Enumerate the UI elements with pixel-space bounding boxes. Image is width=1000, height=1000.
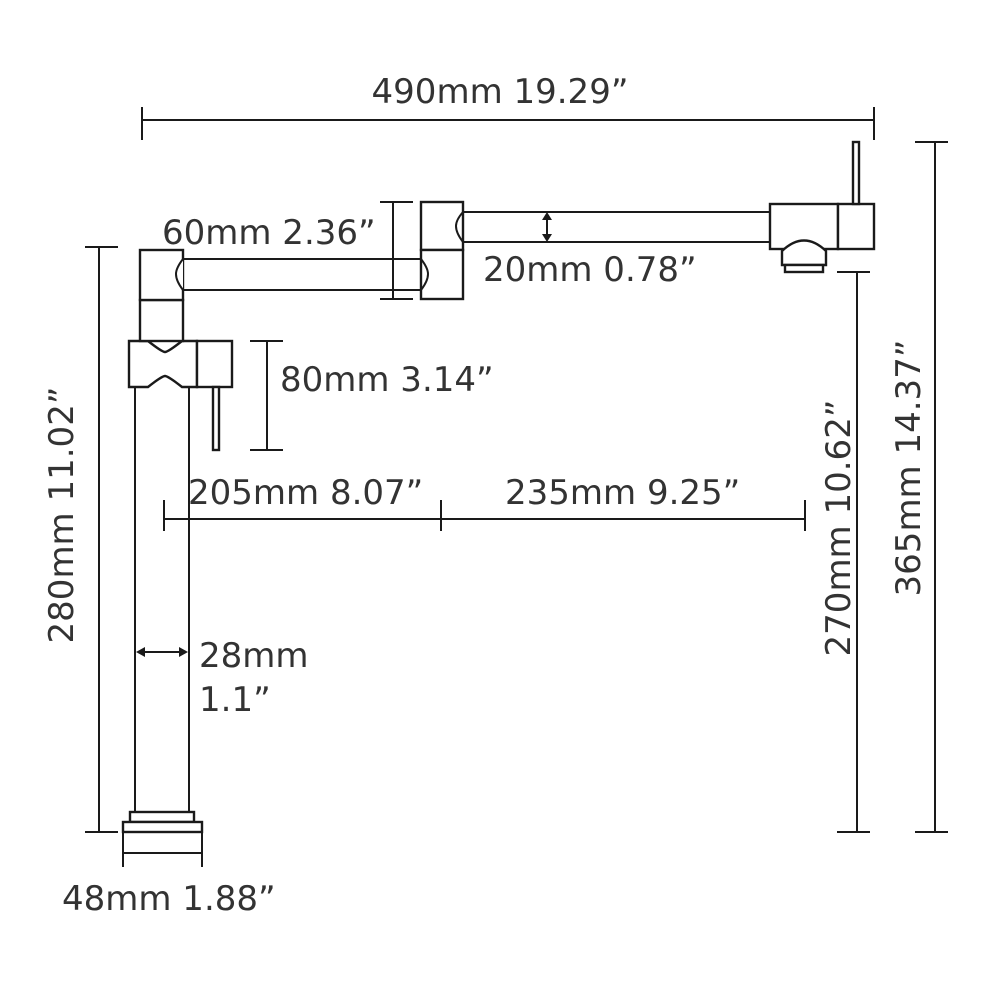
pipe-diameter-dimension: 20mm 0.78” <box>483 212 697 290</box>
spout-clearance-label: 270mm 10.62” <box>819 400 859 657</box>
total-height-dimension: 365mm 14.37” <box>889 141 948 833</box>
base-diameter-label: 48mm 1.88” <box>62 879 276 919</box>
first-arm-reach-label: 205mm 8.07” <box>188 473 423 513</box>
overall-width-label: 490mm 19.29” <box>372 72 629 112</box>
middle-joint <box>419 200 465 301</box>
arm-joint-height-dimension: 60mm 2.36” <box>162 201 413 300</box>
total-height-label: 365mm 14.37” <box>889 340 929 597</box>
second-arm-reach-label: 235mm 9.25” <box>505 473 740 513</box>
body-diameter-mm-label: 28mm <box>199 636 309 676</box>
overall-width-dimension: 490mm 19.29” <box>141 72 875 140</box>
body-diameter-dimension: 28mm 1.1” <box>136 636 309 720</box>
body-diameter-in-label: 1.1” <box>199 680 271 720</box>
body-height-label: 280mm 11.02” <box>42 387 82 644</box>
second-arm <box>463 211 770 243</box>
spout-clearance-dimension: 270mm 10.62” <box>819 271 870 833</box>
reach-dimension: 205mm 8.07” 235mm 9.25” <box>163 473 806 531</box>
pipe-diameter-label: 20mm 0.78” <box>483 250 697 290</box>
handle-length-label: 80mm 3.14” <box>280 360 494 400</box>
spout-head <box>768 140 876 274</box>
body-height-dimension: 280mm 11.02” <box>42 246 118 833</box>
handle-length-dimension: 80mm 3.14” <box>250 340 494 451</box>
base-diameter-dimension: 48mm 1.88” <box>62 879 276 919</box>
first-arm <box>174 258 421 291</box>
arm-joint-height-label: 60mm 2.36” <box>162 213 376 253</box>
faucet-body <box>121 248 234 867</box>
